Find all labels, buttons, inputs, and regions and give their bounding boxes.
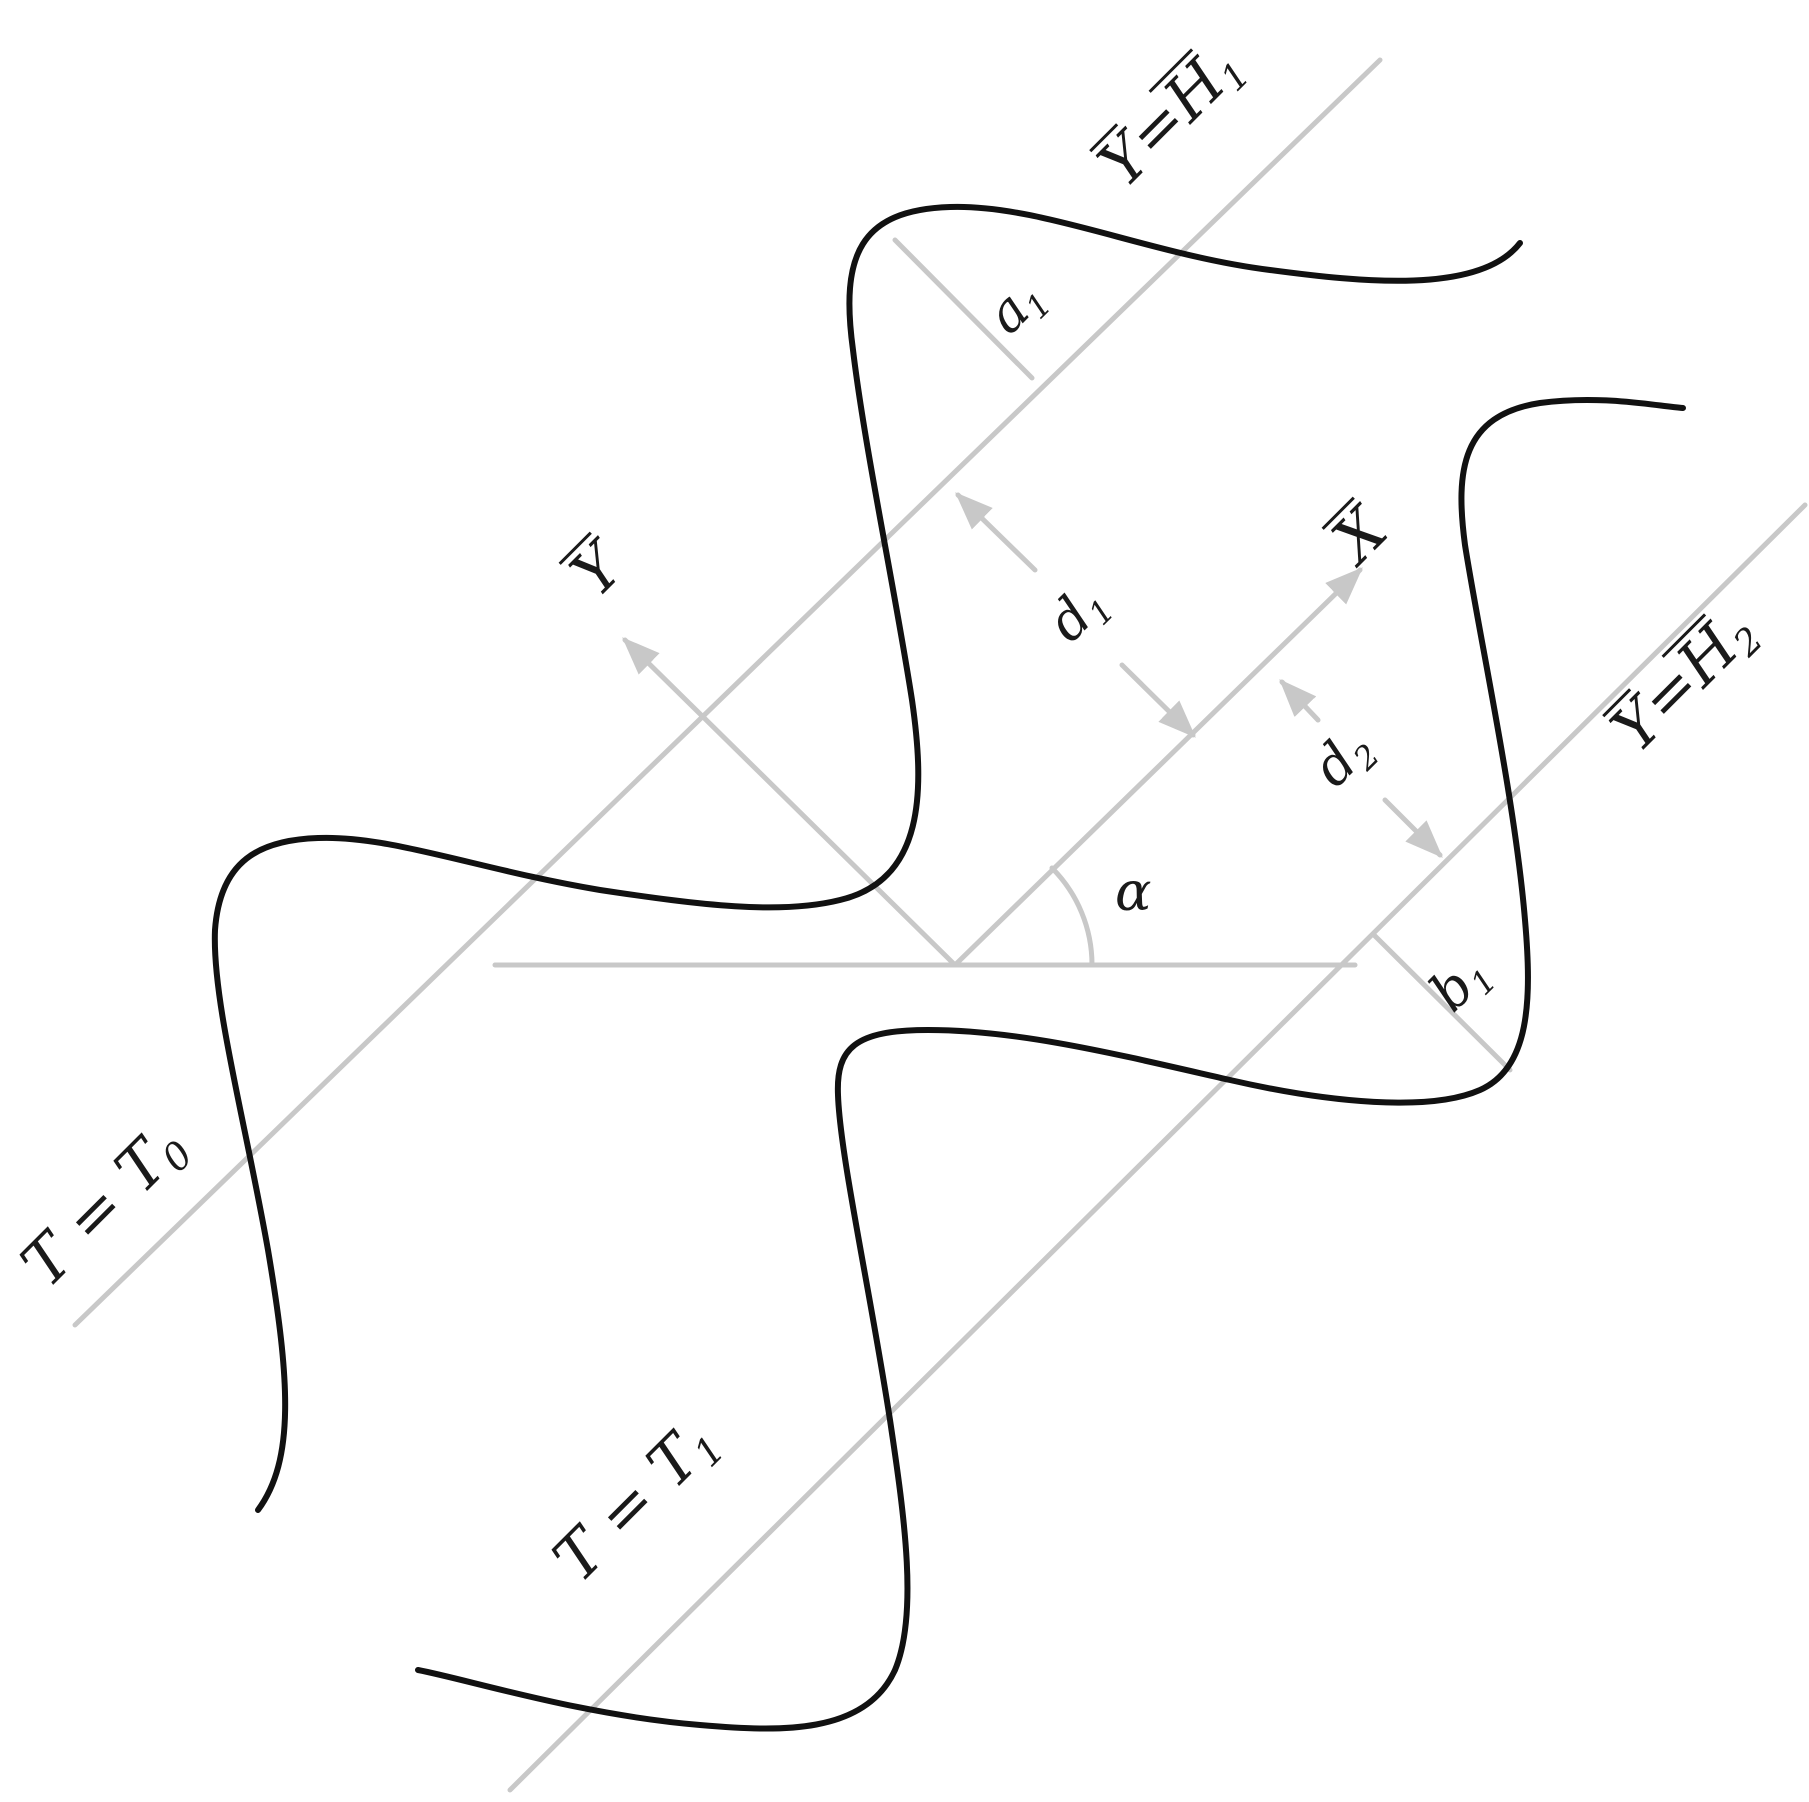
d1-label: d1	[1035, 570, 1122, 657]
angle-label: α	[1115, 860, 1151, 923]
temp-upper-label: T = T0	[7, 1109, 202, 1304]
y-axis-line	[622, 637, 958, 968]
angle-arc	[1049, 865, 1095, 968]
svg-text:Y=H2: Y=H2	[1597, 594, 1772, 769]
d1-arrow-down	[1119, 662, 1196, 738]
temp-lower-label: T = T1	[539, 1404, 734, 1599]
svg-text:Y: Y	[557, 526, 641, 610]
d2-arrow-down	[1382, 797, 1443, 858]
lower-wall-centerline	[507, 502, 1808, 1793]
svg-text:X: X	[1316, 491, 1404, 579]
lower-wall-label: Y=H2	[1597, 594, 1772, 769]
svg-text:b1: b1	[1417, 940, 1504, 1027]
a1-label: a1	[974, 264, 1059, 349]
y-axis-label: Y	[557, 526, 641, 610]
svg-text:a1: a1	[974, 264, 1059, 349]
d2-label: d2	[1300, 715, 1387, 802]
x-axis-line	[952, 567, 1363, 968]
b1-label: b1	[1417, 940, 1504, 1027]
svg-text:T = T1: T = T1	[539, 1404, 734, 1599]
svg-text:T = T0: T = T0	[7, 1109, 202, 1304]
b1-amplitude-line	[1371, 932, 1513, 1073]
a1-amplitude-line	[892, 237, 1035, 381]
upper-wall-centerline	[72, 57, 1383, 1328]
upper-wavy-wall	[211, 203, 1523, 1513]
svg-text:Y=H1: Y=H1	[1084, 29, 1259, 204]
svg-text:d1: d1	[1035, 570, 1122, 657]
lower-wavy-wall	[415, 396, 1686, 1732]
svg-text:d2: d2	[1300, 715, 1387, 802]
d1-arrow-up	[955, 492, 1038, 573]
upper-wall-label: Y=H1	[1084, 29, 1259, 204]
x-axis-label: X	[1316, 491, 1404, 579]
d2-arrow-up	[1279, 679, 1321, 723]
